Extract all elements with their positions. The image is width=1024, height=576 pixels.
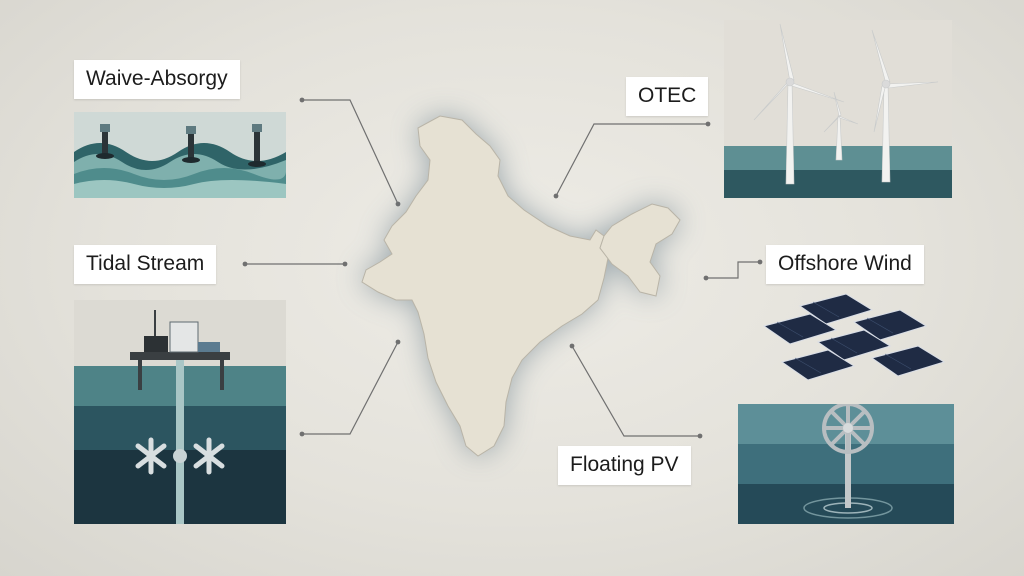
tidal-stream-illustration — [74, 300, 286, 524]
label-floating-pv: Floating PV — [558, 446, 691, 485]
solar-panel-2 — [762, 313, 838, 345]
wind-turbine-center — [823, 91, 859, 161]
india-northeast — [599, 203, 681, 297]
connector-tidal-turbine — [302, 341, 399, 435]
tidal-tower — [176, 360, 184, 524]
label-otec: OTEC — [626, 77, 709, 116]
connector-otec — [555, 123, 708, 197]
india-mainland — [361, 115, 609, 457]
offshore-turbine-illustration — [738, 404, 954, 524]
wind-turbine-left — [753, 23, 845, 185]
wave-buoy-2 — [182, 126, 200, 163]
label-offshore-wind: Offshore Wind — [766, 245, 924, 284]
solar-panel-5 — [780, 349, 856, 381]
solar-panel-6 — [870, 345, 946, 377]
turbine-mast — [845, 426, 851, 508]
floating-pv-illustration — [744, 286, 954, 382]
tidal-rotor-left — [135, 437, 167, 475]
otec-illustration — [724, 20, 952, 198]
wind-turbine-right — [871, 29, 939, 183]
tidal-hub — [173, 449, 187, 463]
connector-wave — [302, 99, 399, 205]
tidal-platform — [130, 310, 230, 390]
label-tidal-stream: Tidal Stream — [74, 245, 217, 284]
wave-buoy-3 — [248, 124, 266, 167]
connector-offshore-wind — [706, 261, 760, 279]
wave-buoy-1 — [96, 124, 114, 159]
tidal-rotor-right — [193, 437, 225, 475]
wave-energy-illustration — [74, 112, 286, 198]
connector-floating-pv — [571, 345, 700, 437]
label-wave: Waive-Absorgy — [74, 60, 240, 99]
